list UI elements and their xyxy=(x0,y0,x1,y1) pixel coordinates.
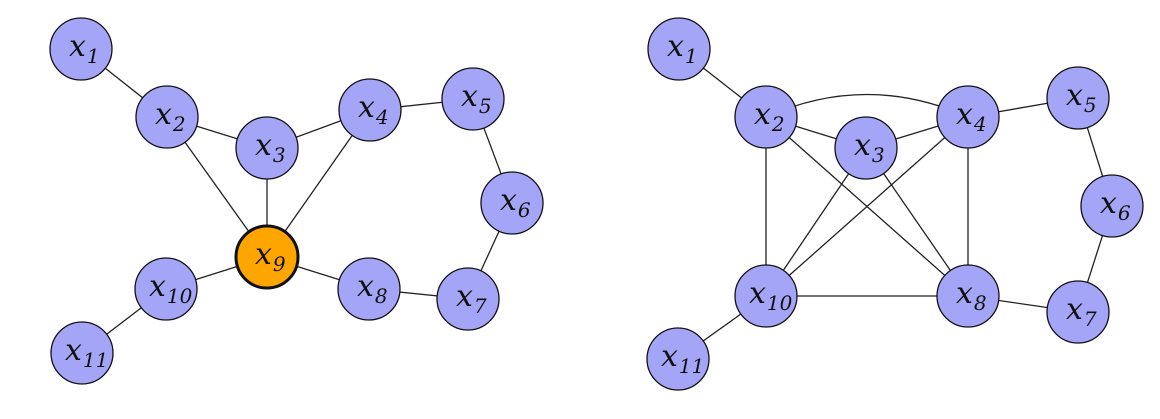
node-x6: x6 xyxy=(1080,174,1144,238)
node-x7: x7 xyxy=(1046,280,1110,344)
node-x11: x11 xyxy=(50,321,114,385)
node-x2-circle xyxy=(135,85,199,149)
node-x8-label: x8 xyxy=(956,276,987,315)
node-x1-circle xyxy=(647,17,711,81)
node-x8-circle xyxy=(936,264,1000,328)
node-x5: x5 xyxy=(441,67,505,131)
node-x5-circle xyxy=(1046,66,1110,130)
node-x2-label: x2 xyxy=(155,97,186,136)
graph-right-nodes: x1 x2 x3 x4 x5 x6 x7 x8 x10 x11 xyxy=(646,17,1144,391)
node-x2: x2 xyxy=(734,85,798,149)
node-x8-circle xyxy=(337,257,401,321)
node-x10-circle xyxy=(734,264,798,328)
node-x5: x5 xyxy=(1046,66,1110,130)
node-x5-label: x5 xyxy=(1066,78,1097,117)
node-x1-circle xyxy=(49,17,113,81)
node-x8: x8 xyxy=(337,257,401,321)
edge-x4-x10 xyxy=(765,116,969,297)
node-x4: x4 xyxy=(936,85,1000,149)
node-x2-label: x2 xyxy=(754,97,785,136)
node-x10-circle xyxy=(134,257,198,321)
node-x6: x6 xyxy=(480,171,544,235)
node-x1: x1 xyxy=(647,17,711,81)
node-x10: x10 xyxy=(734,264,798,328)
node-x4-circle xyxy=(338,78,402,142)
node-x3-circle xyxy=(834,116,898,180)
node-x3: x3 xyxy=(834,116,898,180)
node-x11-circle xyxy=(50,321,114,385)
node-x7-label: x7 xyxy=(1066,292,1097,331)
node-x4: x4 xyxy=(338,78,402,142)
graph-left: x1 x2 x3 x4 x5 x6 x7 x8 x9 x10 x11 xyxy=(49,17,544,385)
node-x5-label: x5 xyxy=(461,79,492,118)
node-x4-label: x4 xyxy=(956,97,987,136)
node-x7-circle xyxy=(436,267,500,331)
node-x3-circle xyxy=(235,116,299,180)
graph-right: x1 x2 x3 x4 x5 x6 x7 x8 x10 x11 xyxy=(646,17,1144,391)
node-x11: x11 xyxy=(646,327,710,391)
node-x11-circle xyxy=(646,327,710,391)
node-x5-circle xyxy=(441,67,505,131)
node-x6-circle xyxy=(480,171,544,235)
node-x9: x9 xyxy=(234,224,300,290)
graph-left-nodes: x1 x2 x3 x4 x5 x6 x7 x8 x9 x10 x11 xyxy=(49,17,544,385)
node-x1: x1 xyxy=(49,17,113,81)
node-x4-circle xyxy=(936,85,1000,149)
node-x2: x2 xyxy=(135,85,199,149)
node-x3: x3 xyxy=(235,116,299,180)
node-x7-circle xyxy=(1046,280,1110,344)
node-x9-circle xyxy=(234,224,300,290)
node-x7: x7 xyxy=(436,267,500,331)
node-x2-circle xyxy=(734,85,798,149)
node-x8: x8 xyxy=(936,264,1000,328)
node-x10: x10 xyxy=(134,257,198,321)
node-x6-circle xyxy=(1080,174,1144,238)
